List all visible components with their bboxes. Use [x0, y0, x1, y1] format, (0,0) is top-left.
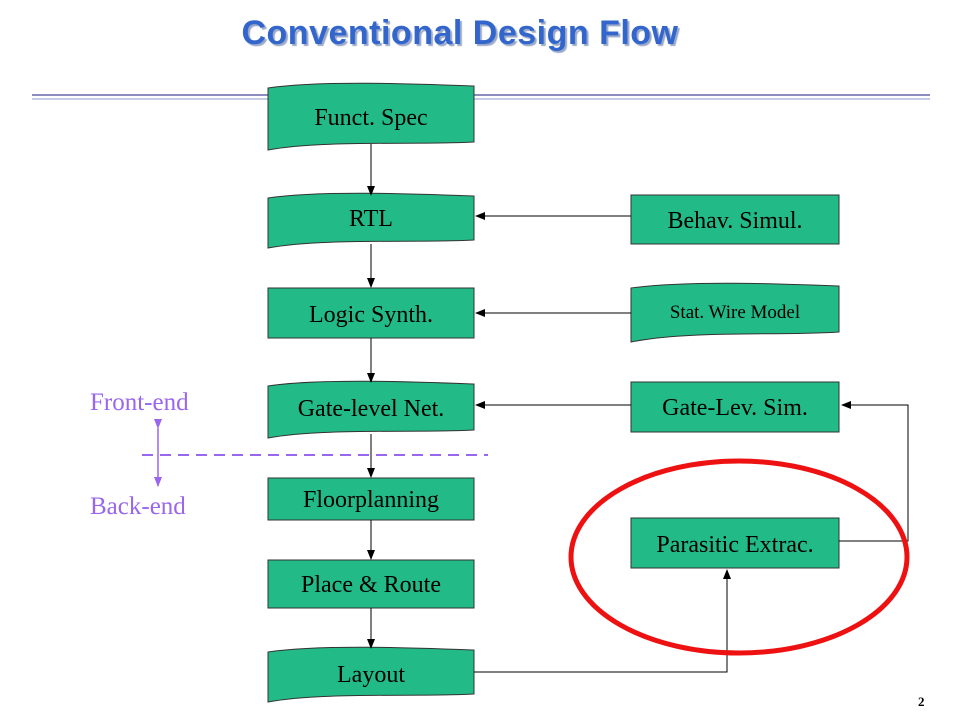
node-stat-wire-model-label: Stat. Wire Model [670, 302, 800, 323]
node-place-route-label: Place & Route [301, 572, 441, 598]
header-rule [32, 94, 930, 100]
node-logic-synth: Logic Synth. [267, 287, 475, 339]
node-behav-simul: Behav. Simul. [630, 194, 840, 245]
arrow-parasitic-to-gatesim [839, 401, 909, 542]
front-end-label: Front-end [90, 389, 189, 416]
node-funct-spec: Funct. Spec [267, 82, 475, 151]
node-parasitic-extrac: Parasitic Extrac. [630, 517, 840, 569]
back-end-label: Back-end [90, 493, 186, 520]
document-shape [267, 646, 475, 703]
node-gate-level-net-label: Gate-level Net. [298, 396, 445, 422]
process-box [267, 559, 475, 609]
node-gate-lev-sim-label: Gate-Lev. Sim. [662, 395, 808, 421]
document-shape [267, 380, 475, 439]
process-box [630, 517, 840, 569]
page-number: 2 [918, 694, 925, 709]
document-shape [267, 82, 475, 151]
node-gate-lev-sim: Gate-Lev. Sim. [630, 381, 840, 433]
process-box [267, 477, 475, 521]
node-floorplanning: Floorplanning [267, 477, 475, 521]
node-rtl-label: RTL [349, 206, 393, 232]
page-title: Conventional Design Flow [241, 14, 679, 52]
node-funct-spec-label: Funct. Spec [314, 105, 427, 131]
side-arrows [474, 212, 909, 673]
node-gate-level-net: Gate-level Net. [267, 380, 475, 439]
process-box [630, 194, 840, 245]
node-parasitic-extrac-label: Parasitic Extrac. [656, 532, 813, 558]
highlight-ellipse [568, 458, 910, 656]
node-stat-wire-model: Stat. Wire Model [630, 282, 840, 343]
node-layout-label: Layout [337, 662, 405, 688]
process-box [630, 381, 840, 433]
node-rtl: RTL [267, 192, 475, 249]
document-shape [630, 282, 840, 343]
arrow-layout-to-parasitic [474, 569, 731, 673]
node-logic-synth-label: Logic Synth. [309, 302, 433, 328]
document-shape [267, 192, 475, 249]
node-behav-simul-label: Behav. Simul. [667, 208, 802, 234]
node-layout: Layout [267, 646, 475, 703]
process-box [267, 287, 475, 339]
node-place-route: Place & Route [267, 559, 475, 609]
node-floorplanning-label: Floorplanning [303, 487, 439, 513]
